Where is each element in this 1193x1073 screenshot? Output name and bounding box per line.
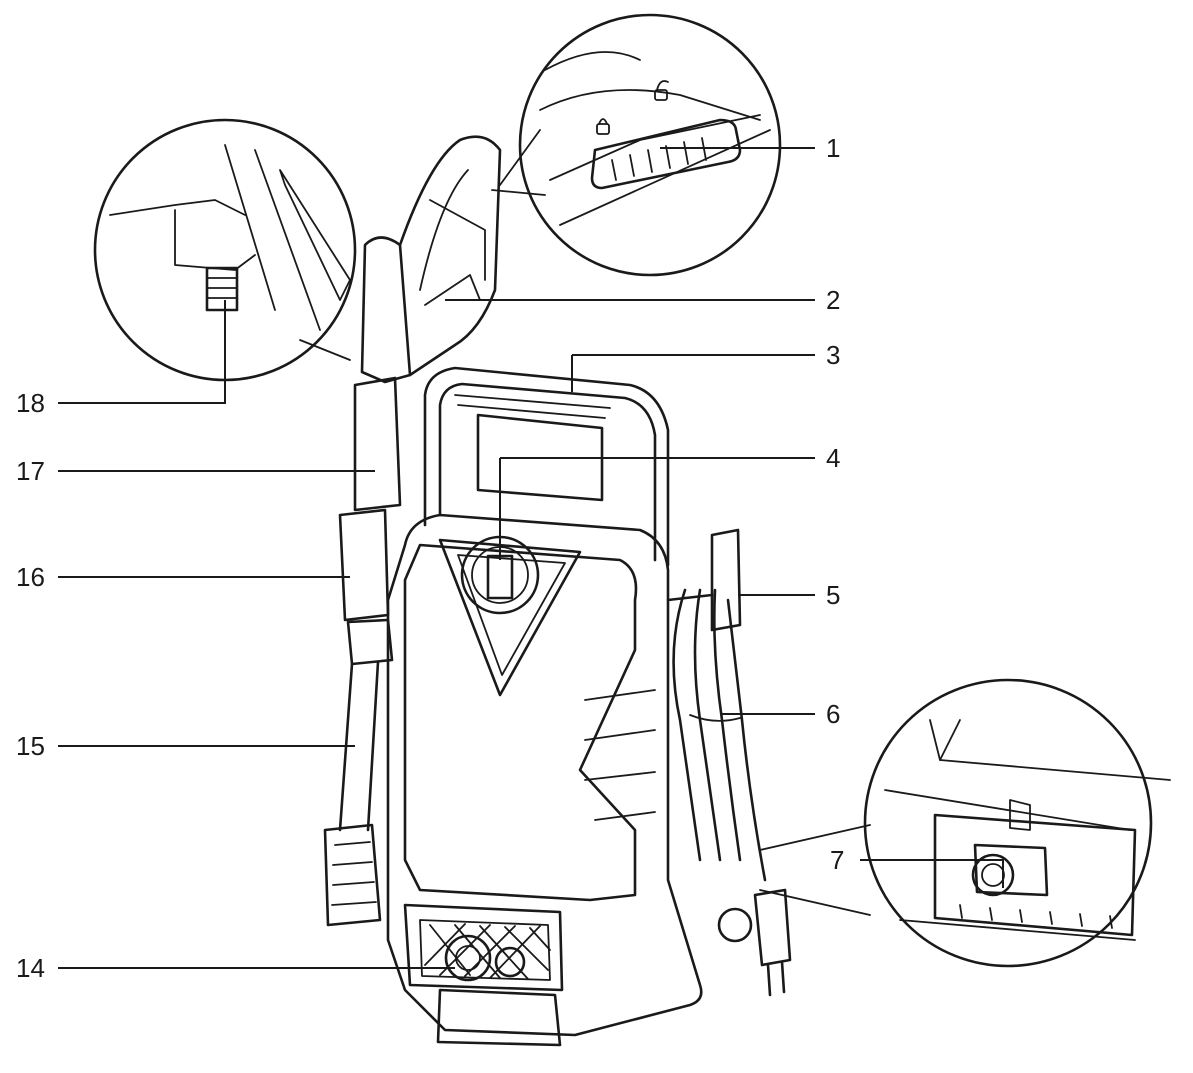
detail-outlet-connector xyxy=(759,678,1171,968)
callout-15: 15 xyxy=(16,731,45,761)
callout-1: 1 xyxy=(826,133,840,163)
callout-14: 14 xyxy=(16,953,45,983)
detail-gun-connector xyxy=(93,118,357,382)
callout-6: 6 xyxy=(826,699,840,729)
callout-17: 17 xyxy=(16,456,45,486)
leader-7 xyxy=(860,859,1004,888)
callout-16: 16 xyxy=(16,562,45,592)
padlock-closed-icon xyxy=(596,118,610,135)
leader-18 xyxy=(58,300,226,404)
callout-2: 2 xyxy=(826,285,840,315)
detail-trigger-lock xyxy=(491,13,782,277)
washer-body xyxy=(386,366,792,1047)
callout-18: 18 xyxy=(16,388,45,418)
callout-3: 3 xyxy=(826,340,840,370)
callout-labels: 1 2 3 4 5 6 7 14 15 16 17 18 xyxy=(16,133,844,983)
callout-4: 4 xyxy=(826,443,840,473)
leader-lines xyxy=(58,147,1004,969)
padlock-open-icon xyxy=(654,80,669,101)
callout-7: 7 xyxy=(830,845,844,875)
callout-5: 5 xyxy=(826,580,840,610)
